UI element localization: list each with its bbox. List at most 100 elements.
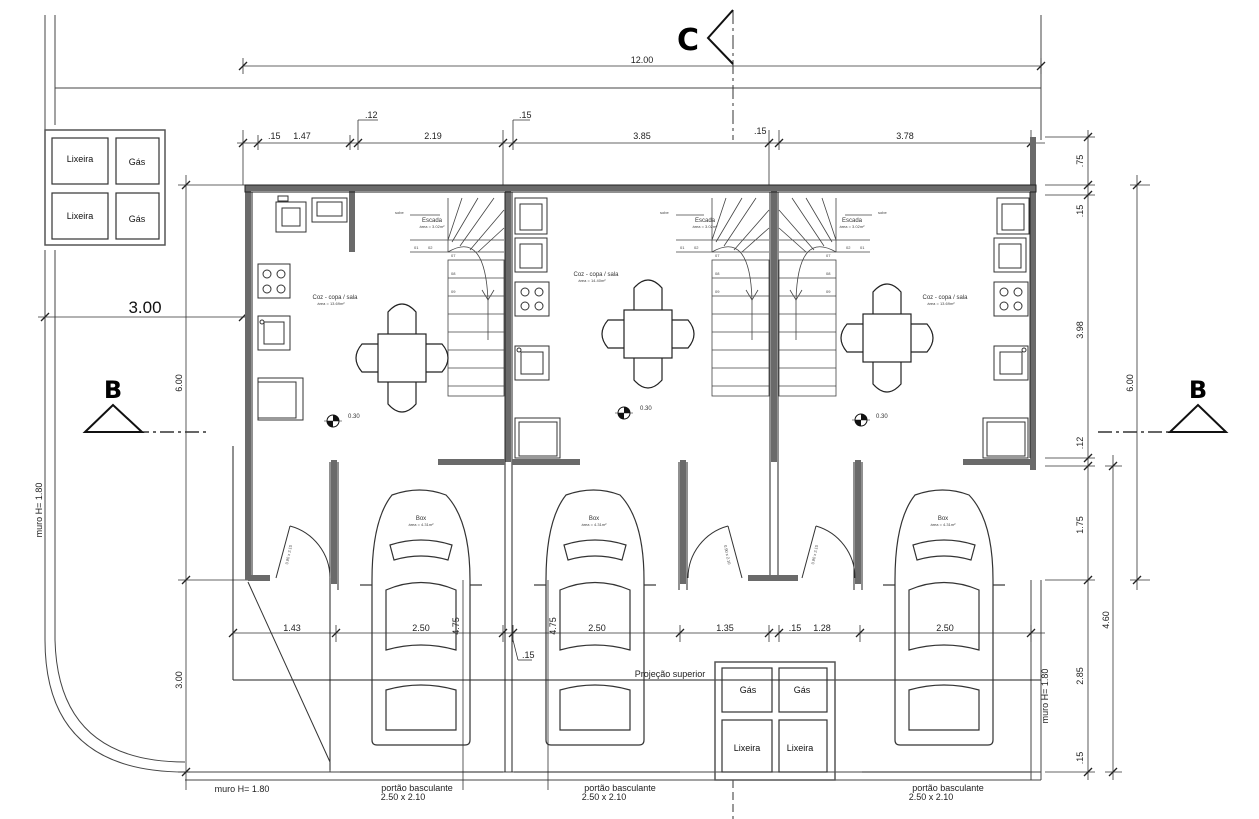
lot-boundary bbox=[44, 15, 1042, 781]
box-name: Box bbox=[416, 516, 426, 522]
dimension-ticks bbox=[40, 61, 1142, 777]
dim-bottom-seg: 2.50 bbox=[588, 623, 606, 633]
box-name: Box bbox=[589, 516, 599, 522]
stair-step-number: 01 bbox=[680, 245, 685, 250]
kitchen-fixtures-middle bbox=[514, 197, 561, 459]
dim-right-seg: .15 bbox=[1075, 205, 1085, 218]
door-right bbox=[801, 525, 856, 579]
dim-bottom-seg: .15 bbox=[789, 623, 802, 633]
door-size-label: 0.90 x 2.10 bbox=[810, 544, 819, 565]
stair-step-number: 07 bbox=[451, 253, 456, 258]
driveway-line bbox=[247, 581, 331, 763]
lixeira-label: Lixeira bbox=[734, 743, 761, 753]
room-area-living: área = 13.69m² bbox=[927, 301, 955, 306]
section-c-mark: C bbox=[677, 9, 734, 819]
room-name-living: Coz - copa / sala bbox=[922, 295, 968, 301]
stair-step-number: 07 bbox=[826, 253, 831, 258]
stair-step-number: 01 bbox=[860, 245, 865, 250]
dining-table-middle bbox=[601, 279, 695, 389]
dim-top-seg: 3.78 bbox=[896, 131, 914, 141]
level-mark-icon bbox=[324, 414, 342, 428]
gate-label: portão basculante bbox=[381, 783, 453, 793]
dim-right-seg: .75 bbox=[1075, 155, 1085, 168]
stair-step-number: 02 bbox=[846, 245, 851, 250]
utility-boxes-top: Lixeira Gás Lixeira Gás bbox=[44, 129, 166, 246]
dim-bottom-seg: 2.50 bbox=[412, 623, 430, 633]
level-value: 0.30 bbox=[640, 406, 652, 412]
stair-sobe: sobe bbox=[660, 210, 669, 215]
stair-numbers: 01 02 07 08 09 01 02 07 08 09 01 02 07 0… bbox=[414, 245, 865, 294]
room-area-living: área = 13.69m² bbox=[317, 301, 345, 306]
gas-label: Gás bbox=[740, 685, 757, 695]
stair-step-number: 07 bbox=[715, 253, 720, 258]
stair-step-number: 09 bbox=[451, 289, 456, 294]
building-walls-inner bbox=[244, 184, 1037, 772]
dim-top-seg: 3.85 bbox=[633, 131, 651, 141]
stair-step-number: 08 bbox=[715, 271, 720, 276]
dining-table-left bbox=[355, 303, 449, 413]
room-area-living: área = 14.40m² bbox=[578, 278, 606, 283]
bottom-wall-label: muro H= 1.80 bbox=[215, 784, 270, 794]
door-size-label: 0.90 x 2.10 bbox=[723, 544, 732, 565]
stair-step-number: 02 bbox=[428, 245, 433, 250]
level-mark-icon bbox=[852, 413, 870, 427]
front-walls bbox=[248, 458, 1036, 584]
gate-size: 2.50 x 2.10 bbox=[909, 792, 954, 802]
dim-right-total: 6.00 bbox=[1125, 374, 1135, 392]
dim-bottom-seg: 1.28 bbox=[813, 623, 831, 633]
stair-sobe: sobe bbox=[878, 210, 887, 215]
gas-label: Gás bbox=[794, 685, 811, 695]
dim-left-height: 6.00 bbox=[174, 374, 184, 392]
section-b-right-mark: B bbox=[1098, 376, 1229, 433]
gas-label: Gás bbox=[129, 214, 146, 224]
box-area: área = 4.31m² bbox=[581, 522, 607, 527]
section-b-left-mark: B bbox=[82, 376, 210, 433]
level-value: 0.30 bbox=[348, 414, 360, 420]
level-mark-icon bbox=[615, 406, 633, 420]
dim-top-total: 12.00 bbox=[631, 55, 654, 65]
section-label-b-left: B bbox=[104, 376, 122, 404]
stair-step-number: 09 bbox=[715, 289, 720, 294]
stair-sobe: sobe bbox=[395, 210, 404, 215]
door-size-label: 0.90 x 2.10 bbox=[284, 544, 293, 565]
stair-step-number: 09 bbox=[826, 289, 831, 294]
gate-labels: portão basculante 2.50 x 2.10 portão bas… bbox=[381, 783, 984, 802]
door-middle bbox=[687, 525, 743, 579]
dim-box-depth: 4.75 bbox=[548, 617, 558, 635]
stair-area: área = 3.02m² bbox=[839, 224, 865, 229]
stair-step-number: 02 bbox=[694, 245, 699, 250]
lixeira-label: Lixeira bbox=[787, 743, 814, 753]
stair-area: área = 3.02m² bbox=[692, 224, 718, 229]
stair-name: Escada bbox=[695, 218, 716, 224]
section-label-c: C bbox=[677, 23, 699, 58]
gate-size: 2.50 x 2.10 bbox=[381, 792, 426, 802]
section-label-b-right: B bbox=[1189, 376, 1207, 404]
dim-left-front: 3.00 bbox=[174, 671, 184, 689]
dim-top-seg: 1.47 bbox=[293, 131, 311, 141]
dim-top-seg: 2.19 bbox=[424, 131, 442, 141]
front-wall-outlines bbox=[232, 446, 1041, 770]
dim-right-seg: .15 bbox=[1075, 752, 1085, 765]
door-left bbox=[275, 525, 331, 579]
kitchen-fixtures-left bbox=[257, 195, 348, 421]
dining-table-right bbox=[840, 283, 934, 393]
stairs-right bbox=[778, 197, 872, 397]
car-icon bbox=[360, 489, 482, 746]
room-name-living: Coz - copa / sala bbox=[312, 295, 358, 301]
stair-step-number: 01 bbox=[414, 245, 419, 250]
dim-top-seg: .12 bbox=[365, 110, 378, 120]
gas-label: Gás bbox=[129, 157, 146, 167]
utility-boxes-bottom: Gás Gás Lixeira Lixeira bbox=[714, 661, 836, 781]
projection-label: Projeção superior bbox=[635, 669, 706, 679]
dim-top-seg: .15 bbox=[754, 126, 767, 136]
kitchen-fixtures-right bbox=[982, 197, 1030, 459]
car-icon bbox=[883, 489, 1005, 746]
dim-right-seg: .12 bbox=[1075, 437, 1085, 450]
dim-bottom-seg: 1.43 bbox=[283, 623, 301, 633]
dim-right-seg: 1.75 bbox=[1075, 516, 1085, 534]
dim-right-total: 4.60 bbox=[1101, 611, 1111, 629]
room-labels: Coz - copa / sala área = 13.69m² Coz - c… bbox=[312, 210, 968, 527]
lixeira-label: Lixeira bbox=[67, 211, 94, 221]
building-walls bbox=[245, 137, 1036, 580]
